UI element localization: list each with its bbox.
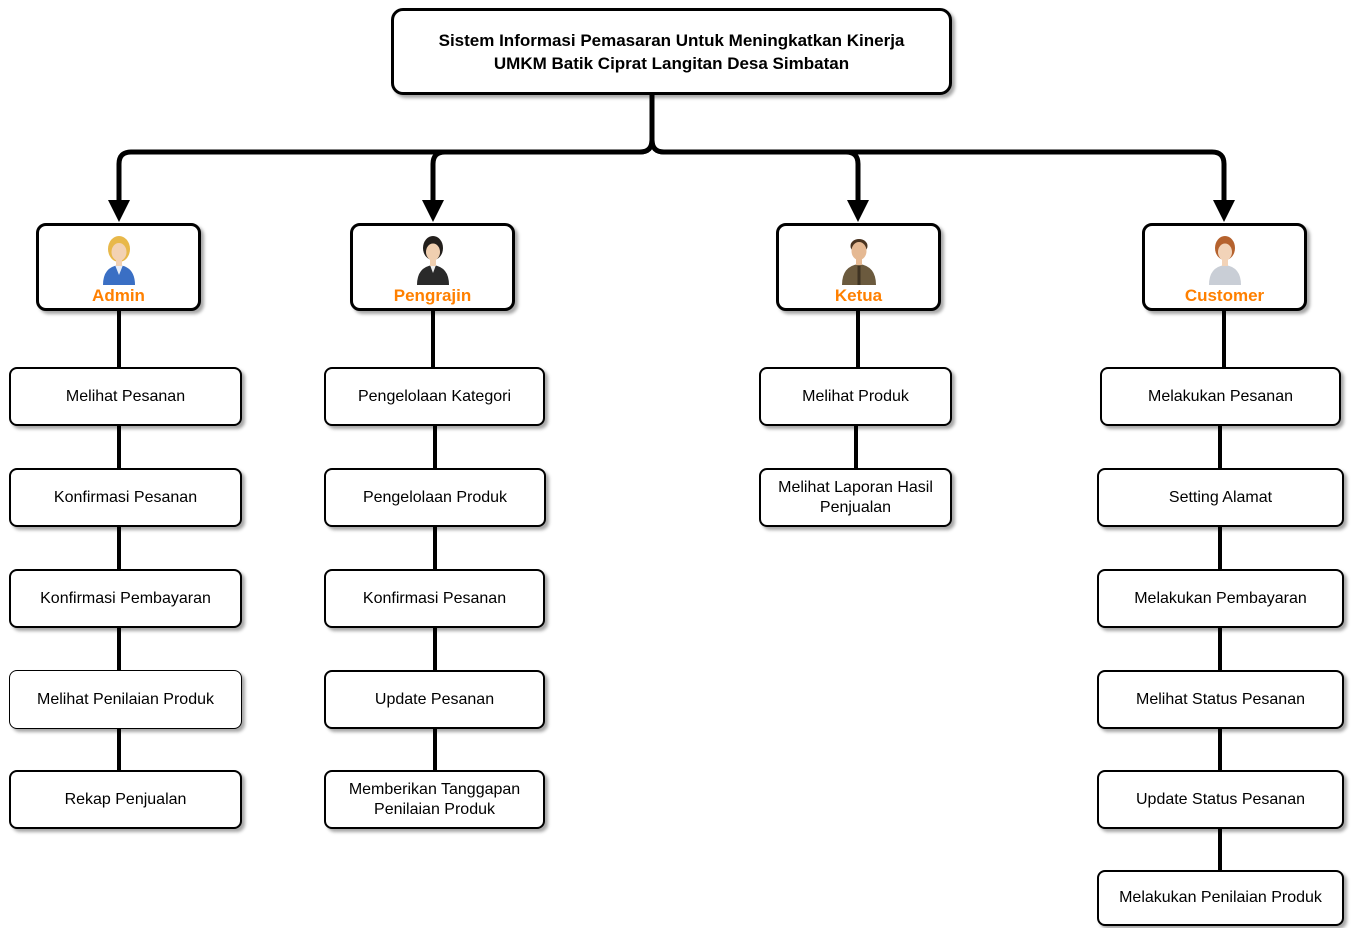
ketua-item-1: Melihat Produk	[759, 367, 952, 426]
pengrajin-item-5: Memberikan Tanggapan Penilaian Produk	[324, 770, 545, 829]
admin-item-2: Konfirmasi Pesanan	[9, 468, 242, 527]
ketua-item-2: Melihat Laporan Hasil Penjualan	[759, 468, 952, 527]
pengrajin-item-1: Pengelolaan Kategori	[324, 367, 545, 426]
man-uniform-icon	[841, 239, 876, 285]
woman-black-suit-icon	[416, 236, 449, 285]
actor-label-admin: Admin	[92, 286, 145, 305]
arrowhead-customer	[1213, 200, 1235, 222]
actor-label-ketua: Ketua	[834, 286, 883, 305]
customer-item-2: Setting Alamat	[1097, 468, 1344, 527]
system-title-line-2: UMKM Batik Ciprat Langitan Desa Simbatan	[493, 53, 850, 73]
customer-item-6: Melakukan Penilaian Produk	[1097, 870, 1344, 926]
customer-item-5: Update Status Pesanan	[1097, 770, 1344, 829]
woman-grey-icon	[1208, 236, 1241, 285]
arrowhead-pengrajin	[422, 200, 444, 222]
woman-blue-suit-icon	[102, 236, 135, 285]
arrowhead-admin	[108, 200, 130, 222]
pengrajin-item-3: Konfirmasi Pesanan	[324, 569, 545, 628]
actor-label-customer: Customer	[1184, 286, 1265, 305]
admin-item-4: Melihat Penilaian Produk	[9, 670, 242, 729]
actor-ketua: Ketua	[776, 223, 941, 311]
system-title-box: Sistem Informasi Pemasaran Untuk Meningk…	[391, 8, 952, 95]
customer-item-4: Melihat Status Pesanan	[1097, 670, 1344, 729]
system-title-line-1: Sistem Informasi Pemasaran Untuk Meningk…	[438, 30, 905, 50]
branch-customer	[649, 137, 1227, 207]
actor-pengrajin: Pengrajin	[350, 223, 515, 311]
pengrajin-item-4: Update Pesanan	[324, 670, 545, 729]
admin-item-5: Rekap Penjualan	[9, 770, 242, 829]
pengrajin-item-2: Pengelolaan Produk	[324, 468, 546, 527]
actor-customer: Customer	[1142, 223, 1307, 311]
admin-item-3: Konfirmasi Pembayaran	[9, 569, 242, 628]
branch-pengrajin	[430, 137, 655, 207]
actor-admin: Admin	[36, 223, 201, 311]
arrowhead-ketua	[847, 200, 869, 222]
customer-item-1: Melakukan Pesanan	[1100, 367, 1341, 426]
customer-item-3: Melakukan Pembayaran	[1097, 569, 1344, 628]
admin-item-1: Melihat Pesanan	[9, 367, 242, 426]
actor-label-pengrajin: Pengrajin	[393, 286, 472, 305]
